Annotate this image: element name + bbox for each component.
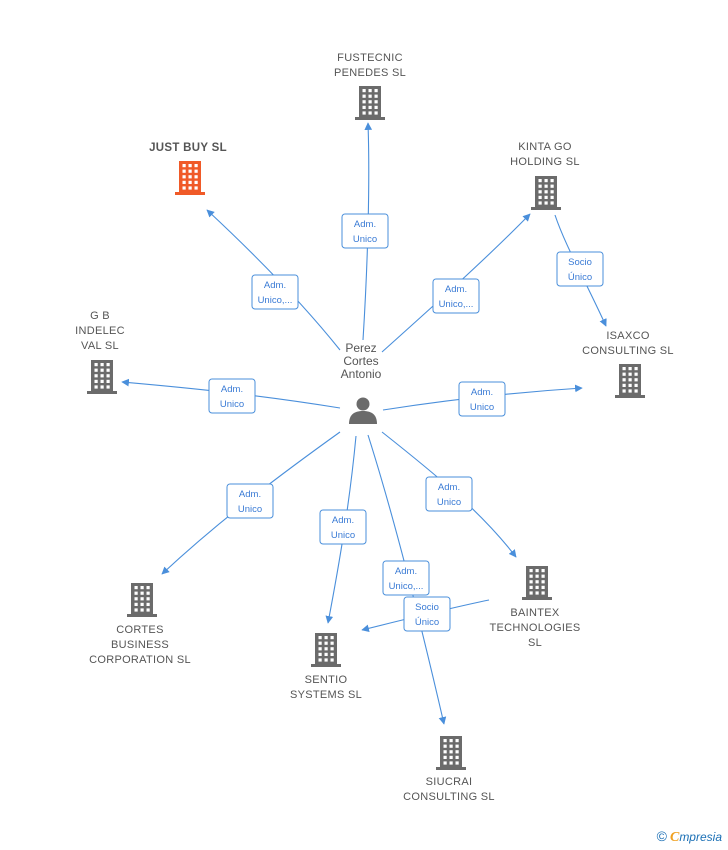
- edge-label-text: Unico: [238, 504, 262, 515]
- company-name: SL: [528, 637, 542, 649]
- company-name: BAINTEX: [510, 607, 560, 619]
- edge-label-e-fustecnic[interactable]: Adm. Unico: [341, 213, 389, 249]
- person-icon: [349, 397, 377, 424]
- company-name: CORPORATION SL: [89, 654, 191, 666]
- edge-label-box: [458, 381, 506, 417]
- edge-label-text: Unico: [353, 234, 377, 245]
- company-node-cortes[interactable]: CORTES BUSINESS CORPORATION SL: [89, 583, 191, 666]
- company-name: CONSULTING SL: [403, 791, 495, 803]
- building-icon: [355, 86, 385, 120]
- company-name: FUSTECNIC: [337, 52, 403, 64]
- edge-label-e-justbuy[interactable]: Adm. Unico,...: [251, 274, 299, 310]
- company-node-kinta[interactable]: KINTA GO HOLDING SL: [510, 141, 580, 210]
- edge-label-text: Adm.: [445, 284, 467, 295]
- building-icon: [175, 161, 205, 195]
- edge-label-box: [319, 509, 367, 545]
- edge-label-text: Unico: [470, 402, 494, 413]
- building-icon: [615, 364, 645, 398]
- building-icon: [127, 583, 157, 617]
- edge-label-text: Único: [415, 617, 439, 628]
- company-name: VAL SL: [81, 340, 119, 352]
- edge-label-e-isaxco[interactable]: Adm. Unico: [458, 381, 506, 417]
- edge-label-text: Adm.: [438, 482, 460, 493]
- footer-brand: ©Cmpresia: [657, 828, 722, 846]
- person-name: Perez: [345, 341, 376, 355]
- edge-label-text: Adm.: [471, 387, 493, 398]
- brand-initial: C: [669, 830, 680, 845]
- edge-label-e-kinta[interactable]: Adm. Unico,...: [432, 278, 480, 314]
- company-name: G B: [90, 310, 110, 322]
- edge-label-box: [226, 483, 274, 519]
- edge-label-box: [425, 476, 473, 512]
- edge-label-text: Unico,...: [389, 581, 424, 592]
- building-icon: [311, 633, 341, 667]
- edge-label-text: Socio: [415, 602, 439, 613]
- edge-label-text: Unico,...: [258, 295, 293, 306]
- edge-label-text: Adm.: [264, 280, 286, 291]
- edge-label-text: Único: [568, 272, 592, 283]
- company-node-sentio[interactable]: SENTIO SYSTEMS SL: [290, 633, 362, 701]
- company-node-justbuy[interactable]: JUST BUY SL: [149, 142, 227, 195]
- edge-label-box: [403, 596, 451, 632]
- edge-label-box: [432, 278, 480, 314]
- company-name: SIUCRAI: [426, 776, 473, 788]
- edge-label-text: Adm.: [395, 566, 417, 577]
- edge-label-text: Unico: [437, 497, 461, 508]
- company-name: PENEDES SL: [334, 67, 406, 79]
- building-icon: [522, 566, 552, 600]
- edge-label-box: [382, 560, 430, 596]
- edge-label-text: Adm.: [332, 515, 354, 526]
- company-name: SENTIO: [305, 674, 348, 686]
- company-name: SYSTEMS SL: [290, 689, 362, 701]
- company-node-fustecnic[interactable]: FUSTECNIC PENEDES SL: [334, 52, 406, 120]
- edge-label-text: Unico,...: [439, 299, 474, 310]
- company-name: KINTA GO: [518, 141, 572, 153]
- person-name: Cortes: [343, 354, 378, 368]
- edge-label-text: Adm.: [221, 384, 243, 395]
- company-node-siucrai[interactable]: SIUCRAI CONSULTING SL: [403, 736, 495, 803]
- company-name: HOLDING SL: [510, 156, 580, 168]
- company-name: TECHNOLOGIES: [489, 622, 580, 634]
- building-icon: [436, 736, 466, 770]
- company-node-baintex[interactable]: BAINTEX TECHNOLOGIES SL: [489, 566, 580, 649]
- company-name: ISAXCO: [606, 330, 650, 342]
- edge-label-box: [208, 378, 256, 414]
- edge-label-text: Socio: [568, 257, 592, 268]
- edge-label-e-sentio[interactable]: Adm. Unico: [319, 509, 367, 545]
- edge-label-e-siucrai[interactable]: Adm. Unico,...: [382, 560, 430, 596]
- company-name: CORTES: [116, 624, 163, 636]
- company-name: JUST BUY SL: [149, 142, 227, 154]
- edge-label-text: Adm.: [354, 219, 376, 230]
- edge-label-e-cortes[interactable]: Adm. Unico: [226, 483, 274, 519]
- edge-label-box: [251, 274, 299, 310]
- edge-label-text: Unico: [220, 399, 244, 410]
- person-name: Antonio: [341, 367, 382, 381]
- edge-label-box: [556, 251, 604, 287]
- company-name: INDELEC: [75, 325, 125, 337]
- company-node-isaxco[interactable]: ISAXCO CONSULTING SL: [582, 330, 674, 398]
- edge-label-text: Unico: [331, 530, 355, 541]
- copyright-icon: ©: [656, 828, 667, 844]
- building-icon: [531, 176, 561, 210]
- edge-label-e-baintex[interactable]: Adm. Unico: [425, 476, 473, 512]
- edge-label-text: Adm.: [239, 489, 261, 500]
- company-name: CONSULTING SL: [582, 345, 674, 357]
- edge-label-box: [341, 213, 389, 249]
- company-name: BUSINESS: [111, 639, 169, 651]
- building-icon: [87, 360, 117, 394]
- company-node-gb[interactable]: G B INDELEC VAL SL: [75, 310, 125, 394]
- edge-label-e-gb[interactable]: Adm. Unico: [208, 378, 256, 414]
- brand-name: mpresia: [679, 830, 722, 844]
